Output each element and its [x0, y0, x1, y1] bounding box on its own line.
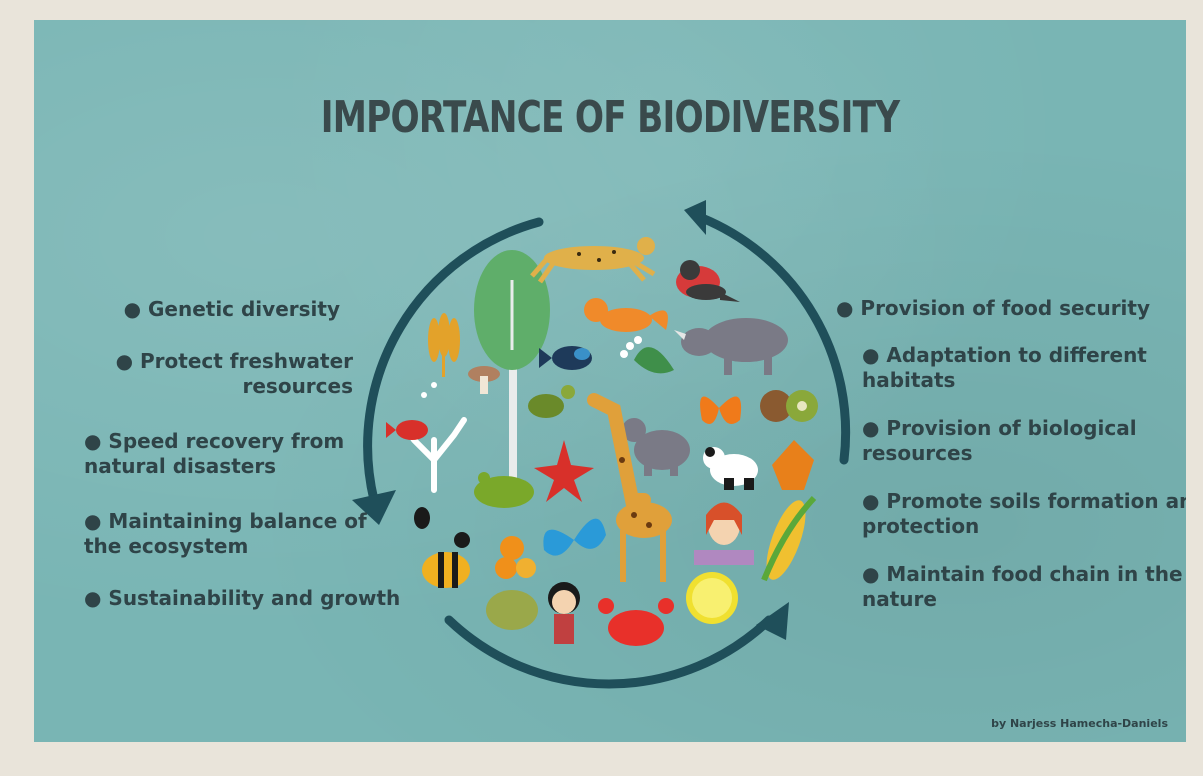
blue-butterfly-icon	[543, 518, 606, 556]
biodiversity-illustration	[352, 200, 851, 689]
fox-icon	[584, 298, 668, 332]
bird-icon	[676, 260, 740, 302]
page-title: IMPORTANCE OF BIODIVERSITY	[320, 92, 900, 143]
woman-icon	[694, 502, 754, 565]
green-leaf-icon	[486, 590, 538, 630]
right-bullet-3: ● Provision of biological resources	[862, 416, 1137, 465]
right-bullet-5: ● Maintain food chain in the nature	[862, 562, 1183, 611]
lemon-icon	[686, 572, 738, 624]
kiwi-icon	[760, 390, 818, 422]
cycle-arrows-icon	[363, 213, 851, 689]
left-bullet-3: ● Speed recovery from natural disasters	[84, 429, 345, 478]
mushroom-icon	[468, 366, 500, 394]
starfish-icon	[534, 440, 594, 502]
left-bullet-2: ● Protect freshwater resources	[115, 349, 353, 398]
girl-icon	[548, 582, 580, 644]
cheetah-icon	[530, 237, 656, 284]
author-credit: by Narjess Hamecha-Daniels	[991, 717, 1168, 730]
frog-icon	[474, 472, 534, 508]
left-bullet-5: ● Sustainability and growth	[84, 586, 401, 610]
butterfly-icon	[700, 396, 742, 424]
right-bullet-1: ● Provision of food security	[836, 296, 1151, 320]
left-bullet-4: ● Maintaining balance of the ecosystem	[84, 509, 367, 558]
fish-icon	[539, 346, 592, 370]
red-fish-icon	[386, 420, 428, 440]
left-bullet-1: ● Genetic diversity	[123, 297, 340, 321]
poster-background: IMPORTANCE OF BIODIVERSITY	[34, 20, 1186, 742]
coral-icon	[401, 382, 467, 493]
bee-icon	[422, 532, 470, 588]
right-bullet-2: ● Adaptation to different habitats	[862, 343, 1147, 392]
giraffe-icon	[587, 393, 672, 582]
rhino-icon	[674, 318, 788, 375]
panda-icon	[703, 447, 758, 490]
orange-icon	[495, 536, 536, 579]
crab-icon	[598, 598, 674, 646]
wheat-icon	[428, 313, 460, 377]
tree-icon	[474, 250, 550, 490]
beetle-icon	[414, 507, 430, 529]
turtle-icon	[528, 385, 575, 418]
elephant-icon	[622, 418, 690, 476]
arrow-heads-icon	[352, 200, 789, 640]
flower-icon	[620, 336, 674, 374]
corn-icon	[761, 495, 817, 582]
right-bullet-4: ● Promote soils formation and protection	[862, 489, 1186, 538]
leaf-icon	[772, 440, 814, 490]
